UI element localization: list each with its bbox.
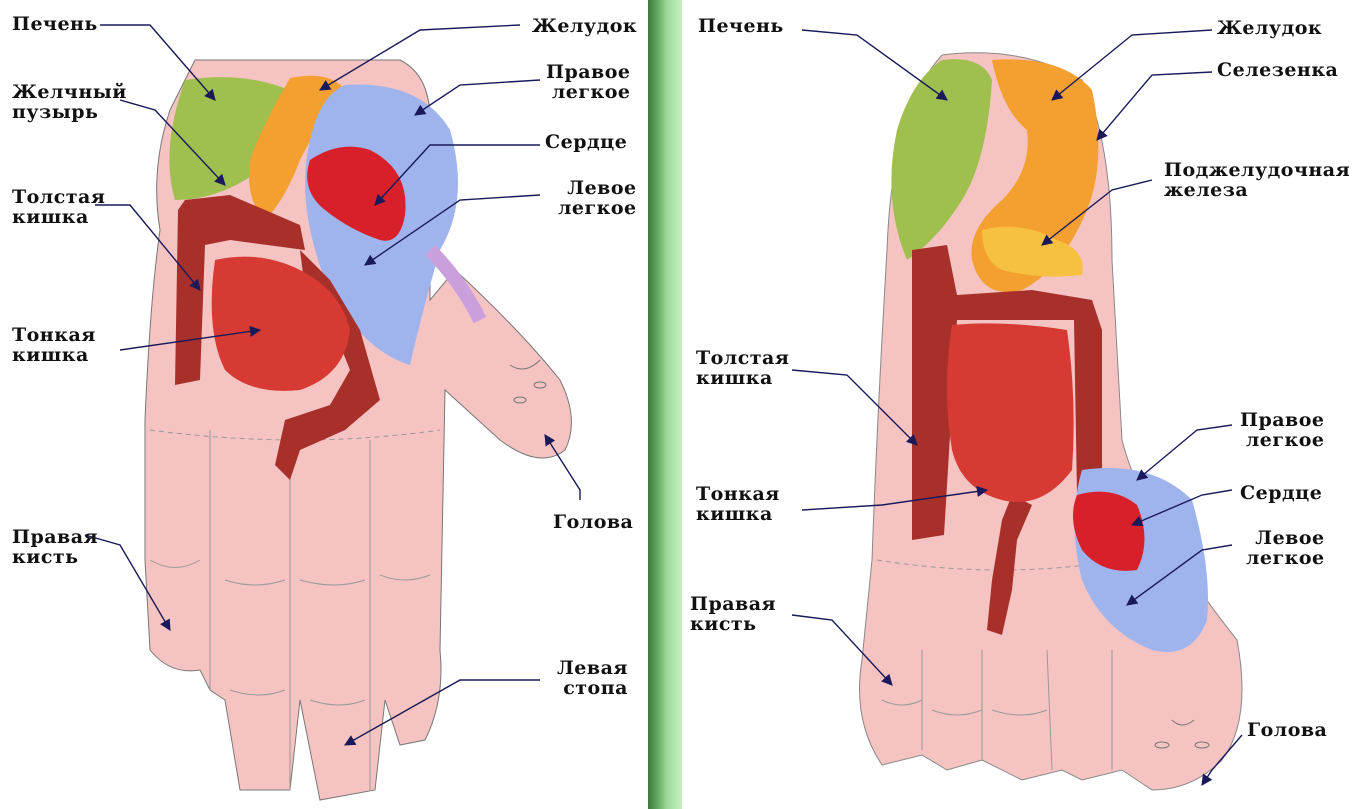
label-liver: Печень [698, 16, 784, 36]
label-stomach: Желудок [1217, 18, 1322, 38]
label-pancreas: Поджелудочная железа [1164, 160, 1350, 200]
panel-divider [648, 0, 682, 809]
label-right-hand: Правая кисть [12, 527, 98, 567]
label-right-lung: Правое легкое [1240, 410, 1325, 450]
small-intestine-shape [947, 323, 1074, 502]
foot-illustration [682, 0, 1362, 809]
label-right-hand: Правая кисть [690, 594, 776, 634]
foot-diagram-panel: Печень Желудок Селезенка Поджелудочная ж… [682, 0, 1362, 809]
label-heart: Сердце [545, 132, 627, 152]
label-small-intestine: Тонкая кишка [696, 484, 780, 524]
label-left-lung: Левое легкое [558, 178, 637, 218]
hand-diagram-panel: Печень Желчный пузырь Толстая кишка Тонк… [0, 0, 648, 809]
label-heart: Сердце [1240, 483, 1322, 503]
label-right-lung: Правое легкое [546, 62, 631, 102]
label-colon: Толстая кишка [12, 187, 105, 227]
label-head: Голова [1247, 720, 1327, 740]
label-left-foot: Левая стопа [557, 658, 628, 698]
label-colon: Толстая кишка [696, 348, 789, 388]
label-head: Голова [553, 512, 633, 532]
label-small-intestine: Тонкая кишка [12, 325, 96, 365]
label-spleen: Селезенка [1217, 60, 1338, 80]
label-liver: Печень [12, 14, 98, 34]
label-stomach: Желудок [532, 16, 637, 36]
label-gallbladder: Желчный пузырь [12, 82, 127, 122]
label-left-lung: Левое легкое [1246, 528, 1325, 568]
